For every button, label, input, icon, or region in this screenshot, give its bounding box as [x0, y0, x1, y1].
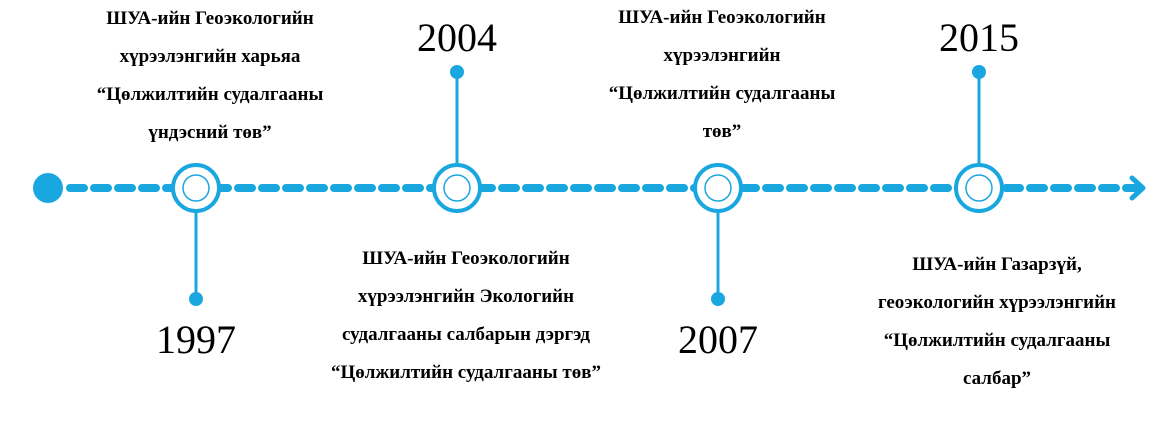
stem-dot-2007	[711, 292, 725, 306]
description-line: төв”	[702, 121, 742, 142]
description-line: ШУА-ийн Геоэкологийн	[106, 8, 314, 29]
description-line: геоэкологийн хүрээлэнгийн	[877, 292, 1116, 313]
stem-dot-2015	[972, 65, 986, 79]
milestone-inner-ring-1997	[182, 174, 210, 202]
description-line: “Цөлжилтийн судалгааны	[96, 84, 324, 105]
timeline-start-dot	[33, 173, 63, 203]
milestone-inner-ring-2004	[443, 174, 471, 202]
description-line: “Цөлжилтийн судалгааны	[883, 330, 1111, 351]
year-label-2007: 2007	[678, 317, 758, 362]
event-description-1997: ШУА-ийн Геоэкологийн хүрээлэнгийн харьяа…	[40, 0, 380, 152]
description-line: “Цөлжилтийн судалгааны төв”	[331, 362, 601, 383]
event-description-2004: ШУА-ийн Геоэкологийн хүрээлэнгийн Эколог…	[296, 240, 636, 392]
milestone-inner-ring-2007	[704, 174, 732, 202]
description-line: салбар”	[962, 368, 1032, 389]
description-line: хүрээлэнгийн	[663, 45, 781, 66]
description-line: ШУА-ийн Газарзүй,	[912, 254, 1082, 275]
stem-dot-1997	[189, 292, 203, 306]
description-line: үндэсний төв”	[148, 122, 272, 143]
description-line: ШУА-ийн Геоэкологийн	[362, 248, 570, 269]
event-description-2007: ШУА-ийн Геоэкологийн хүрээлэнгийн “Цөлжи…	[552, 0, 892, 151]
stem-dot-2004	[450, 65, 464, 79]
milestone-inner-ring-2015	[965, 174, 993, 202]
description-line: судалгааны салбарын дэргэд	[341, 324, 590, 345]
event-description-2015: ШУА-ийн Газарзүй, геоэкологийн хүрээлэнг…	[827, 246, 1157, 398]
timeline-arrowhead-icon	[1129, 175, 1146, 201]
description-line: хүрээлэнгийн харьяа	[119, 46, 301, 67]
description-line: ШУА-ийн Геоэкологийн	[618, 7, 826, 28]
description-line: хүрээлэнгийн Экологийн	[357, 286, 575, 307]
year-label-1997: 1997	[156, 317, 236, 362]
year-label-2004: 2004	[417, 15, 497, 60]
description-line: “Цөлжилтийн судалгааны	[608, 83, 836, 104]
year-label-2015: 2015	[939, 15, 1019, 60]
